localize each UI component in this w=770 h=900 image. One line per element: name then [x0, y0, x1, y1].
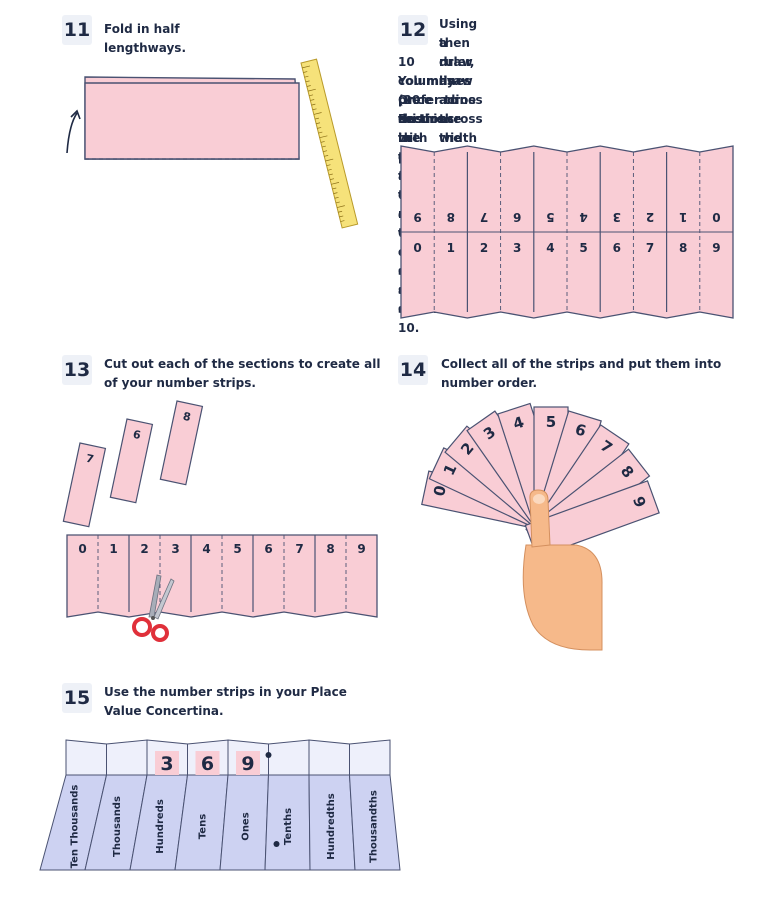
step-text: Fold in half lengthways.	[104, 22, 187, 55]
loose-number-strip: 6	[109, 418, 154, 504]
column-label: Hundreds	[155, 799, 166, 854]
column-label: Hundredths	[326, 793, 337, 860]
loose-number-strip: 8	[159, 400, 204, 486]
digit-label: 4	[202, 542, 210, 556]
concertina-top-panel	[106, 739, 148, 776]
step-text: Use the number strips in your Place Valu…	[104, 685, 347, 718]
cut-strips-illustration: 7 6 8 0 1 2 3 4 5 6 7 8 9	[62, 400, 378, 642]
placed-strip	[195, 751, 220, 775]
digit-label: 6	[264, 542, 272, 556]
digit-label: 5	[233, 542, 241, 556]
digit-label: 4	[546, 241, 554, 255]
column-label: Tenths	[283, 808, 294, 845]
digit-label: 7	[295, 542, 303, 556]
digit-label: 1	[447, 241, 455, 255]
strip-digit: 6	[573, 420, 588, 440]
scissors-icon	[132, 574, 175, 642]
fold-arrow-icon	[66, 112, 78, 154]
decimal-point	[273, 841, 280, 847]
digit-label-upside-down: 4	[579, 210, 587, 224]
step-number: 15	[62, 683, 92, 713]
column-label: Ones	[240, 812, 251, 840]
step-number: 11	[62, 15, 92, 45]
digit-label: 8	[679, 241, 687, 255]
digit-label: 9	[357, 542, 365, 556]
placed-strip	[236, 751, 260, 775]
column-label: Ten Thousands	[69, 785, 80, 869]
concertina-top-panel	[268, 739, 310, 776]
digit-label-upside-down: 5	[546, 210, 554, 224]
digit-label: 7	[646, 241, 654, 255]
concertina-top-panel	[349, 739, 391, 776]
ruler-icon	[300, 58, 359, 229]
digit-label: 6	[613, 241, 621, 255]
placed-digit: 3	[160, 753, 173, 775]
column-label: Tens	[198, 814, 209, 839]
loose-number-strip: 7	[62, 442, 107, 528]
fan-strip: 9	[524, 480, 660, 559]
hand-icon	[522, 489, 603, 651]
concertina-column	[348, 774, 401, 871]
concertina-top-panel	[308, 739, 350, 776]
digit-label: 2	[480, 241, 488, 255]
step-text: Cut out each of the sections to create a…	[104, 357, 381, 390]
concertina-top-panel	[65, 739, 107, 776]
placed-digit: 9	[241, 753, 254, 775]
step-text: Collect all of the strips and put them i…	[441, 357, 722, 390]
digit-label: 0	[78, 542, 86, 556]
digit-label-upside-down: 0	[712, 210, 720, 224]
place-value-concertina-illustration: Ten Thousands Thousands Hundreds Tens Ones Te…	[39, 739, 401, 871]
digit-label-upside-down: 2	[646, 210, 654, 224]
placed-strip	[155, 751, 179, 775]
decimal-point	[265, 752, 272, 758]
digit-label: 5	[579, 241, 587, 255]
svg-text:8: 8	[182, 410, 192, 424]
digit-label: 1	[109, 542, 117, 556]
digit-label: 0	[413, 241, 421, 255]
digit-label-upside-down: 1	[679, 210, 687, 224]
column-label: Thousands	[112, 796, 123, 857]
fold-illustration	[66, 58, 359, 229]
folded-card-front	[84, 82, 300, 160]
digit-label-upside-down: 7	[480, 210, 488, 224]
svg-text:6: 6	[132, 428, 143, 442]
step-number: 13	[62, 355, 92, 385]
placed-digit: 6	[201, 753, 214, 775]
strip-digit: 0	[430, 484, 450, 498]
step-number: 12	[398, 15, 428, 45]
digit-label: 8	[326, 542, 334, 556]
digit-label-upside-down: 3	[613, 210, 621, 224]
svg-text:7: 7	[85, 452, 95, 466]
strip-digit: 5	[546, 413, 556, 431]
digit-label-upside-down: 8	[447, 210, 455, 224]
digit-label-upside-down: 6	[513, 210, 521, 224]
digit-label-upside-down: 9	[413, 210, 421, 224]
digit-label: 3	[513, 241, 521, 255]
step-number: 14	[398, 355, 428, 385]
digit-label: 2	[140, 542, 148, 556]
digit-label: 3	[171, 542, 179, 556]
digit-label: 9	[712, 241, 720, 255]
column-label: Thousandths	[369, 790, 380, 863]
